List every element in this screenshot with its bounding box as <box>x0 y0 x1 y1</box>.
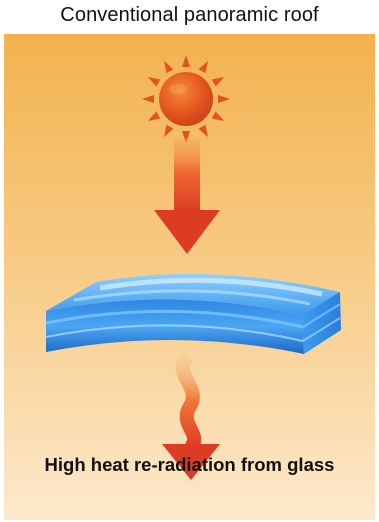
diagram-canvas <box>4 34 375 520</box>
diagram-caption: High heat re-radiation from glass <box>0 454 379 476</box>
diagram-title: Conventional panoramic roof <box>0 4 379 27</box>
diagram-panel <box>4 34 375 520</box>
